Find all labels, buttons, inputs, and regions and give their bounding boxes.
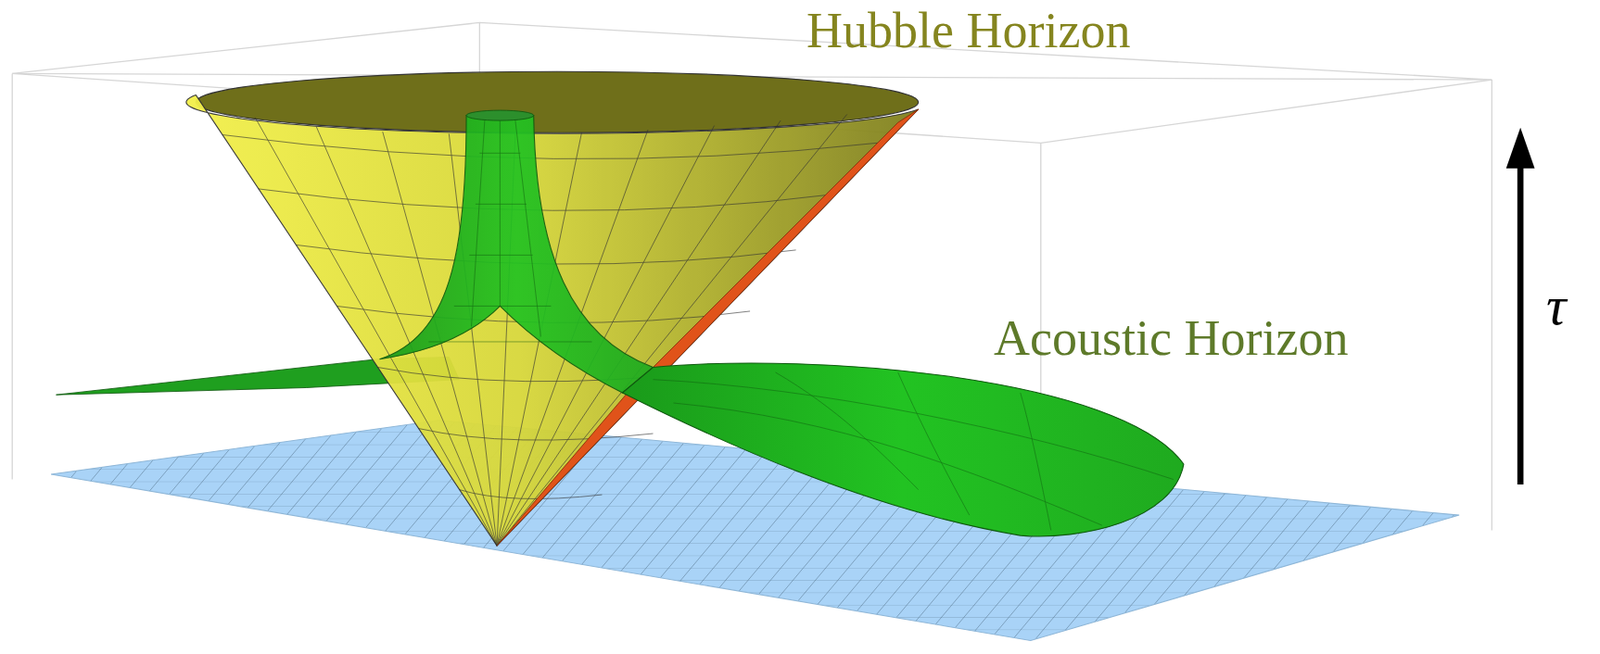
axis-label: τ — [1546, 278, 1566, 334]
acoustic-label: Acoustic Horizon — [993, 313, 1348, 364]
hubble-label: Hubble Horizon — [806, 5, 1131, 56]
